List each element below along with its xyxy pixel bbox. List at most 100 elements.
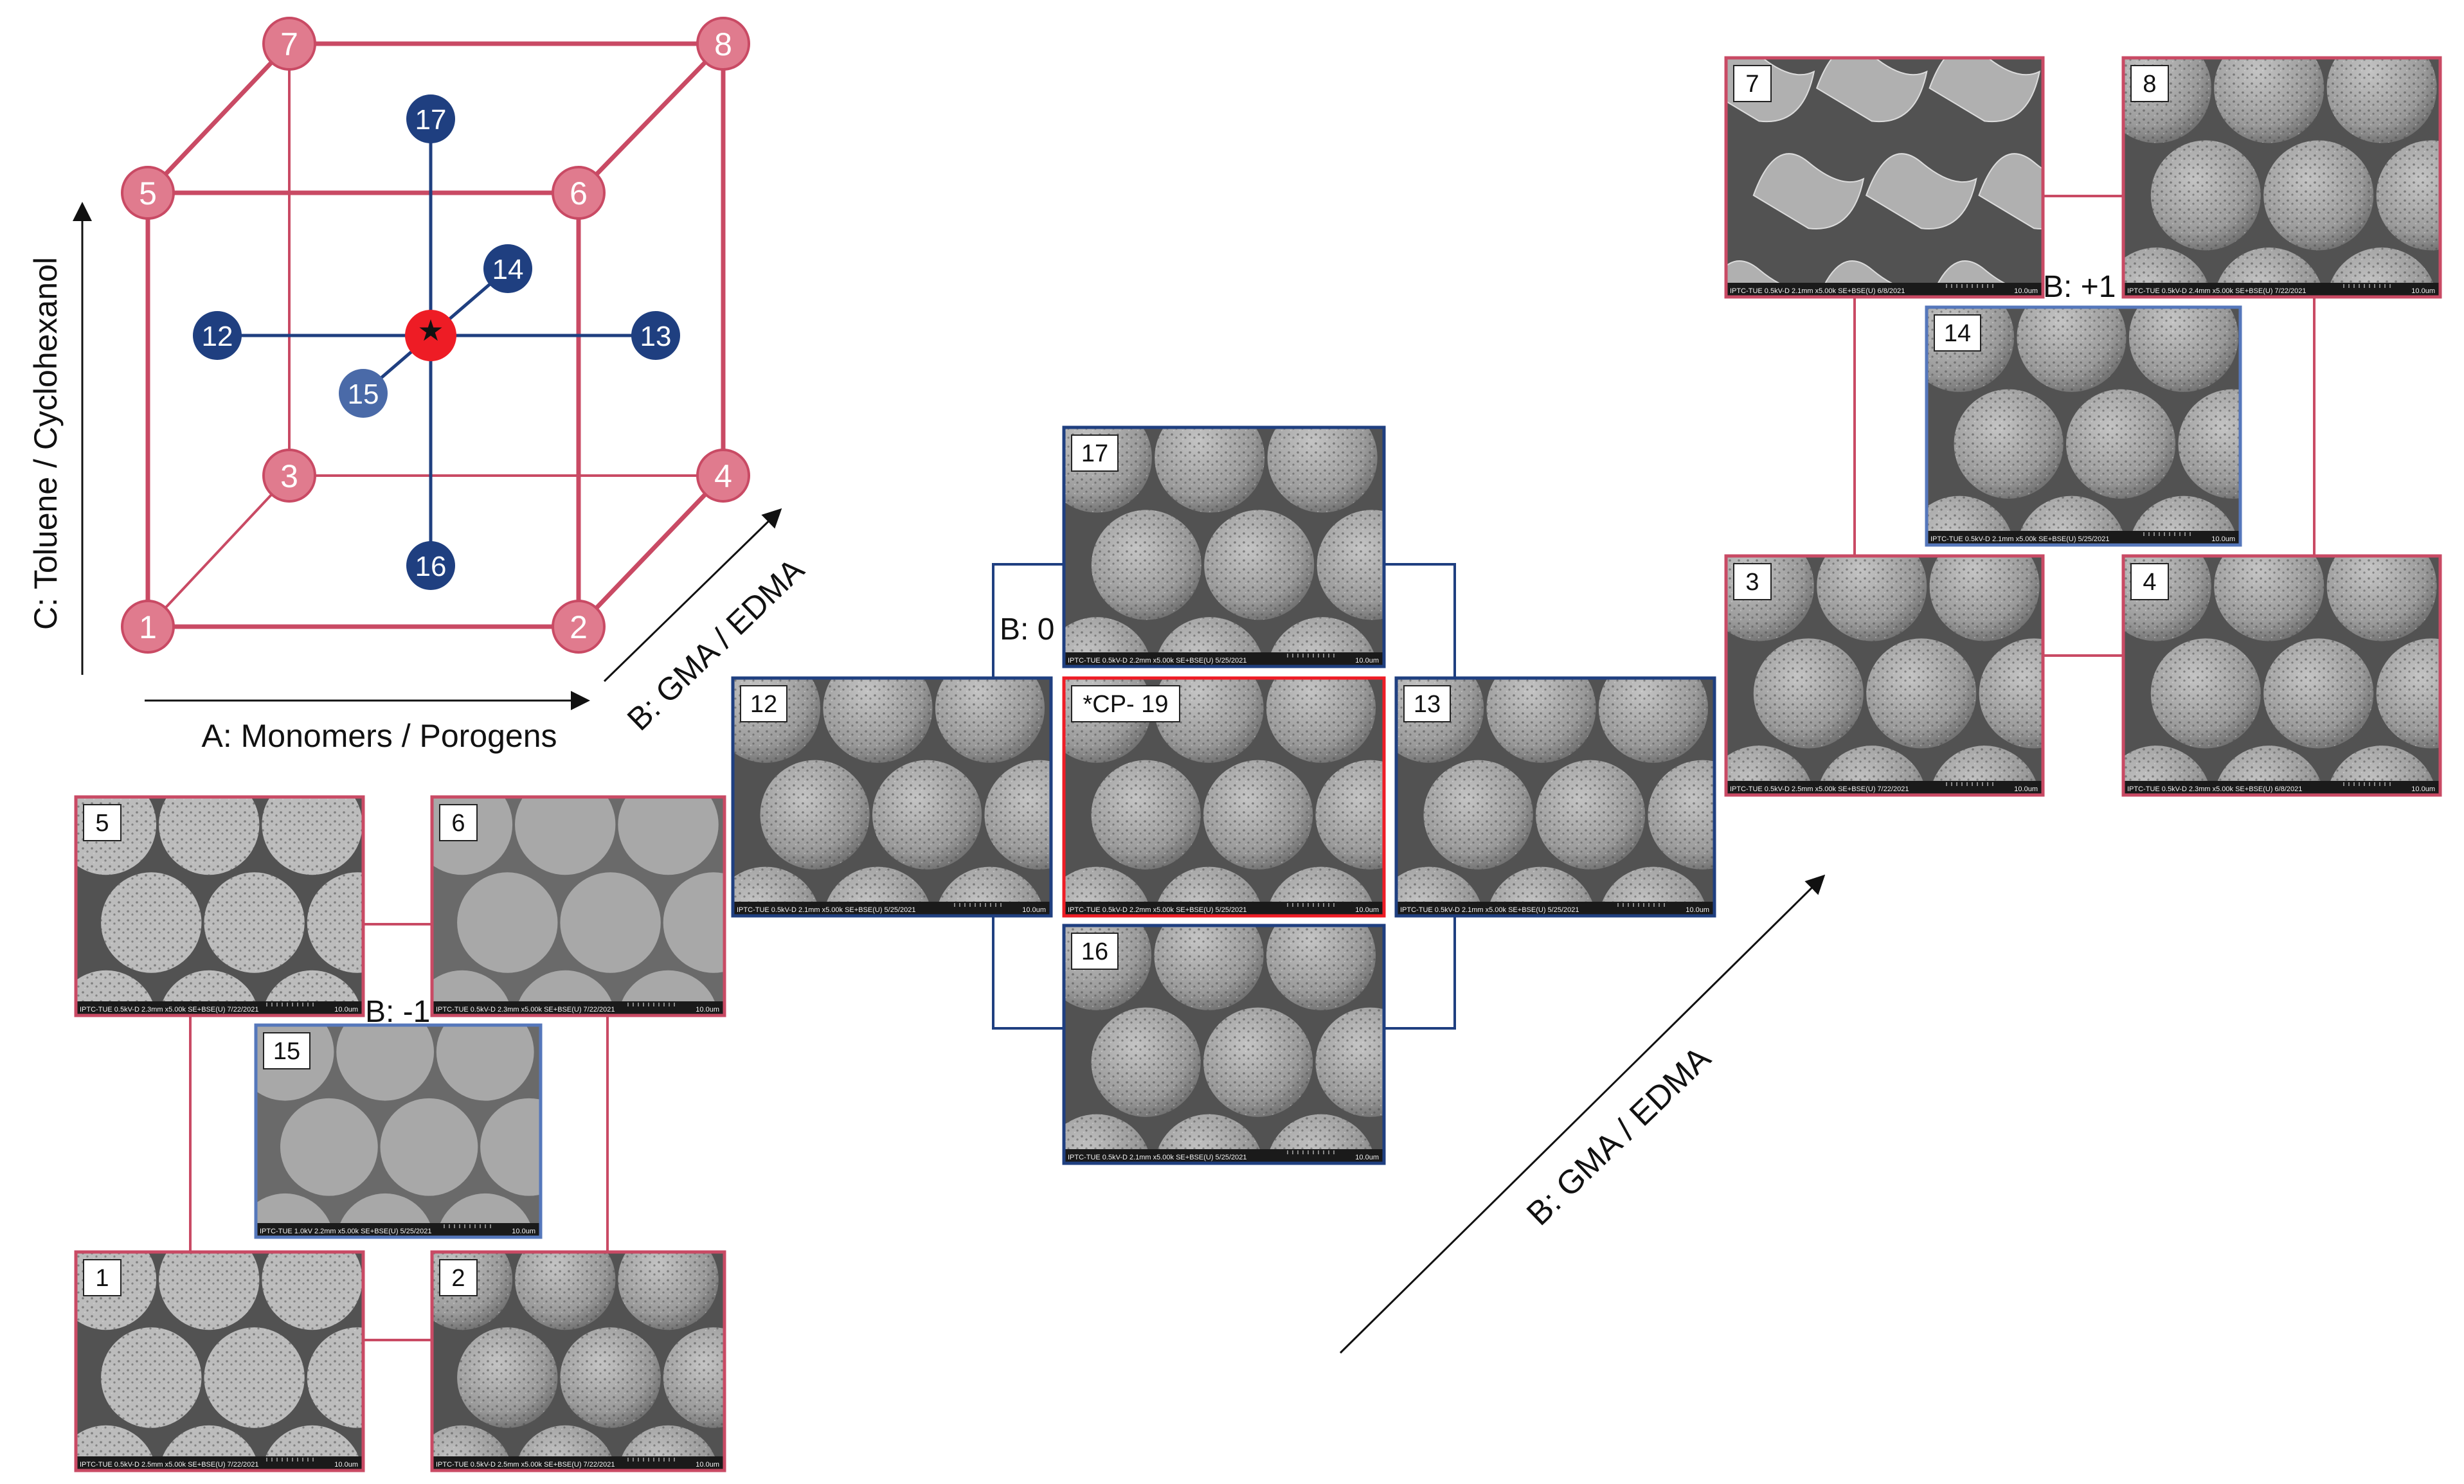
- diagonal-axis-arrow: [1339, 874, 1826, 1354]
- sem-info-bar: [76, 1001, 363, 1015]
- microsphere-pores: [204, 1327, 305, 1428]
- sem-label: 4: [2143, 569, 2156, 596]
- sem-label: *CP- 19: [1083, 691, 1168, 718]
- sem-label-box: [1071, 434, 1119, 472]
- cube-edges: [145, 41, 726, 629]
- microsphere-pores: [262, 797, 363, 875]
- sem-image: IPTC-TUE 0.5kV-D 2.3mm x5.00k SE+BSE(U) …: [76, 797, 363, 1015]
- microsphere-pores: [2214, 556, 2325, 641]
- axis-a-label: A: Monomers / Porogens: [201, 718, 557, 754]
- sem-caption: IPTC-TUE 0.5kV-D 2.5mm x5.00k SE+BSE(U) …: [436, 1461, 615, 1469]
- microsphere-pores: [1204, 510, 1315, 620]
- axis-b-arrow: [603, 508, 782, 683]
- collapsed-particle: [1815, 58, 1928, 123]
- microsphere: [480, 1098, 541, 1196]
- microsphere-pores: [935, 866, 1045, 916]
- scale-bar-label: 10.0um: [1355, 1154, 1379, 1161]
- sem-panel-cp: IPTC-TUE 0.5kV-D 2.2mm x5.00k SE+BSE(U) …: [1062, 676, 1386, 918]
- sem-label-box: [1934, 314, 1981, 352]
- sem-label: 17: [1081, 440, 1108, 467]
- microsphere-pores: [76, 970, 156, 1015]
- sem-panel-1: IPTC-TUE 0.5kV-D 2.5mm x5.00k SE+BSE(U) …: [74, 1250, 365, 1472]
- microsphere-pores: [1598, 678, 1709, 763]
- microsphere-pores: [2263, 140, 2374, 251]
- sem-panel-border: [430, 1250, 726, 1472]
- microsphere-pores: [2214, 746, 2324, 795]
- sem-label-box: [439, 1259, 478, 1296]
- connectors-right: [1853, 195, 2316, 657]
- microsphere-pores: [2150, 638, 2261, 749]
- microsphere-pores: [1866, 638, 1977, 749]
- microsphere-pores: [984, 760, 1051, 870]
- microsphere-pores: [1317, 510, 1384, 620]
- collapsed-particle: [1978, 153, 2043, 230]
- sem-panel-border: [1925, 305, 2242, 547]
- microsphere-pores: [2214, 58, 2325, 143]
- sem-image: IPTC-TUE 0.5kV-D 2.5mm x5.00k SE+BSE(U) …: [76, 1252, 363, 1471]
- scale-bar-label: 10.0um: [334, 1461, 358, 1469]
- microsphere-pores: [1315, 760, 1384, 870]
- scale-bar-label: 10.0um: [696, 1461, 719, 1469]
- sem-image: IPTC-TUE 0.5kV-D 2.3mm x5.00k SE+BSE(U) …: [432, 797, 724, 1015]
- sem-caption: IPTC-TUE 0.5kV-D 2.3mm x5.00k SE+BSE(U) …: [80, 1006, 258, 1014]
- microsphere-pores: [1599, 866, 1708, 916]
- microsphere-pores: [1154, 1114, 1264, 1163]
- sem-panel-border: [430, 795, 726, 1017]
- connector: [1384, 916, 1456, 1030]
- node-5-label: 5: [139, 175, 157, 211]
- microsphere-pores: [2327, 746, 2437, 795]
- microsphere-pores: [618, 1252, 719, 1330]
- node-5: 5: [121, 166, 175, 220]
- sem-label: 2: [451, 1265, 465, 1292]
- node-2-label: 2: [570, 609, 588, 645]
- sem-caption: IPTC-TUE 0.5kV-D 2.2mm x5.00k SE+BSE(U) …: [1068, 906, 1246, 914]
- sem-image: IPTC-TUE 0.5kV-D 2.4mm x5.00k SE+BSE(U) …: [2123, 58, 2440, 297]
- microsphere: [380, 1098, 478, 1196]
- microsphere-pores: [1423, 760, 1533, 870]
- microsphere-pores: [1266, 925, 1376, 1010]
- microsphere-pores: [823, 866, 933, 916]
- sem-image: IPTC-TUE 0.5kV-D 2.5mm x5.00k SE+BSE(U) …: [1726, 556, 2043, 795]
- sem-panel-border: [1062, 676, 1386, 918]
- sem-caption: IPTC-TUE 0.5kV-D 2.3mm x5.00k SE+BSE(U) …: [436, 1006, 615, 1014]
- connectors-middle: [992, 563, 1456, 1030]
- sem-panel-5: IPTC-TUE 0.5kV-D 2.3mm x5.00k SE+BSE(U) …: [74, 795, 365, 1017]
- sem-image: IPTC-TUE 0.5kV-D 2.1mm x5.00k SE+BSE(U) …: [1726, 58, 2043, 297]
- microsphere-pores: [2178, 389, 2240, 499]
- microsphere-pores: [159, 970, 259, 1015]
- microsphere-pores: [2150, 140, 2261, 251]
- sem-label: 13: [1414, 691, 1441, 718]
- sem-label-box: [83, 1259, 121, 1296]
- microsphere-pores: [2326, 58, 2437, 143]
- microsphere-pores: [204, 872, 305, 973]
- microsphere-pores: [515, 1252, 616, 1330]
- sem-caption: IPTC-TUE 0.5kV-D 2.1mm x5.00k SE+BSE(U) …: [1400, 906, 1579, 914]
- sem-panel-border: [1724, 554, 2045, 797]
- microsphere-pores: [760, 760, 870, 870]
- microsphere-pores: [2326, 556, 2437, 641]
- connector: [1384, 563, 1456, 678]
- connector: [992, 563, 1064, 678]
- microsphere-pores: [1155, 427, 1265, 513]
- microsphere-pores: [1091, 1007, 1201, 1117]
- microsphere-pores: [1091, 510, 1201, 620]
- microsphere-pores: [262, 1252, 363, 1330]
- microsphere: [436, 1025, 534, 1101]
- sem-panel-border: [74, 795, 365, 1017]
- node-17: 17: [406, 94, 455, 143]
- sem-label: 16: [1081, 938, 1108, 965]
- sem-info-bar: [1064, 1149, 1384, 1163]
- microsphere-pores: [1203, 760, 1313, 870]
- node-8: 8: [696, 17, 750, 71]
- sem-image: IPTC-TUE 0.5kV-D 2.5mm x5.00k SE+BSE(U) …: [432, 1252, 724, 1471]
- sem-panel-border: [254, 1023, 543, 1239]
- scale-bar-label: 10.0um: [1022, 906, 1046, 914]
- sem-panel-2: IPTC-TUE 0.5kV-D 2.5mm x5.00k SE+BSE(U) …: [430, 1250, 726, 1472]
- sem-image: IPTC-TUE 0.5kV-D 2.3mm x5.00k SE+BSE(U) …: [2123, 556, 2440, 795]
- sem-panel-border: [2121, 554, 2442, 797]
- sem-caption: IPTC-TUE 0.5kV-D 2.5mm x5.00k SE+BSE(U) …: [80, 1461, 258, 1469]
- node-1-label: 1: [139, 609, 157, 645]
- scale-bar-label: 10.0um: [2411, 785, 2435, 793]
- sem-caption: IPTC-TUE 0.5kV-D 2.1mm x5.00k SE+BSE(U) …: [1730, 287, 1905, 295]
- microsphere-pores: [2066, 389, 2176, 499]
